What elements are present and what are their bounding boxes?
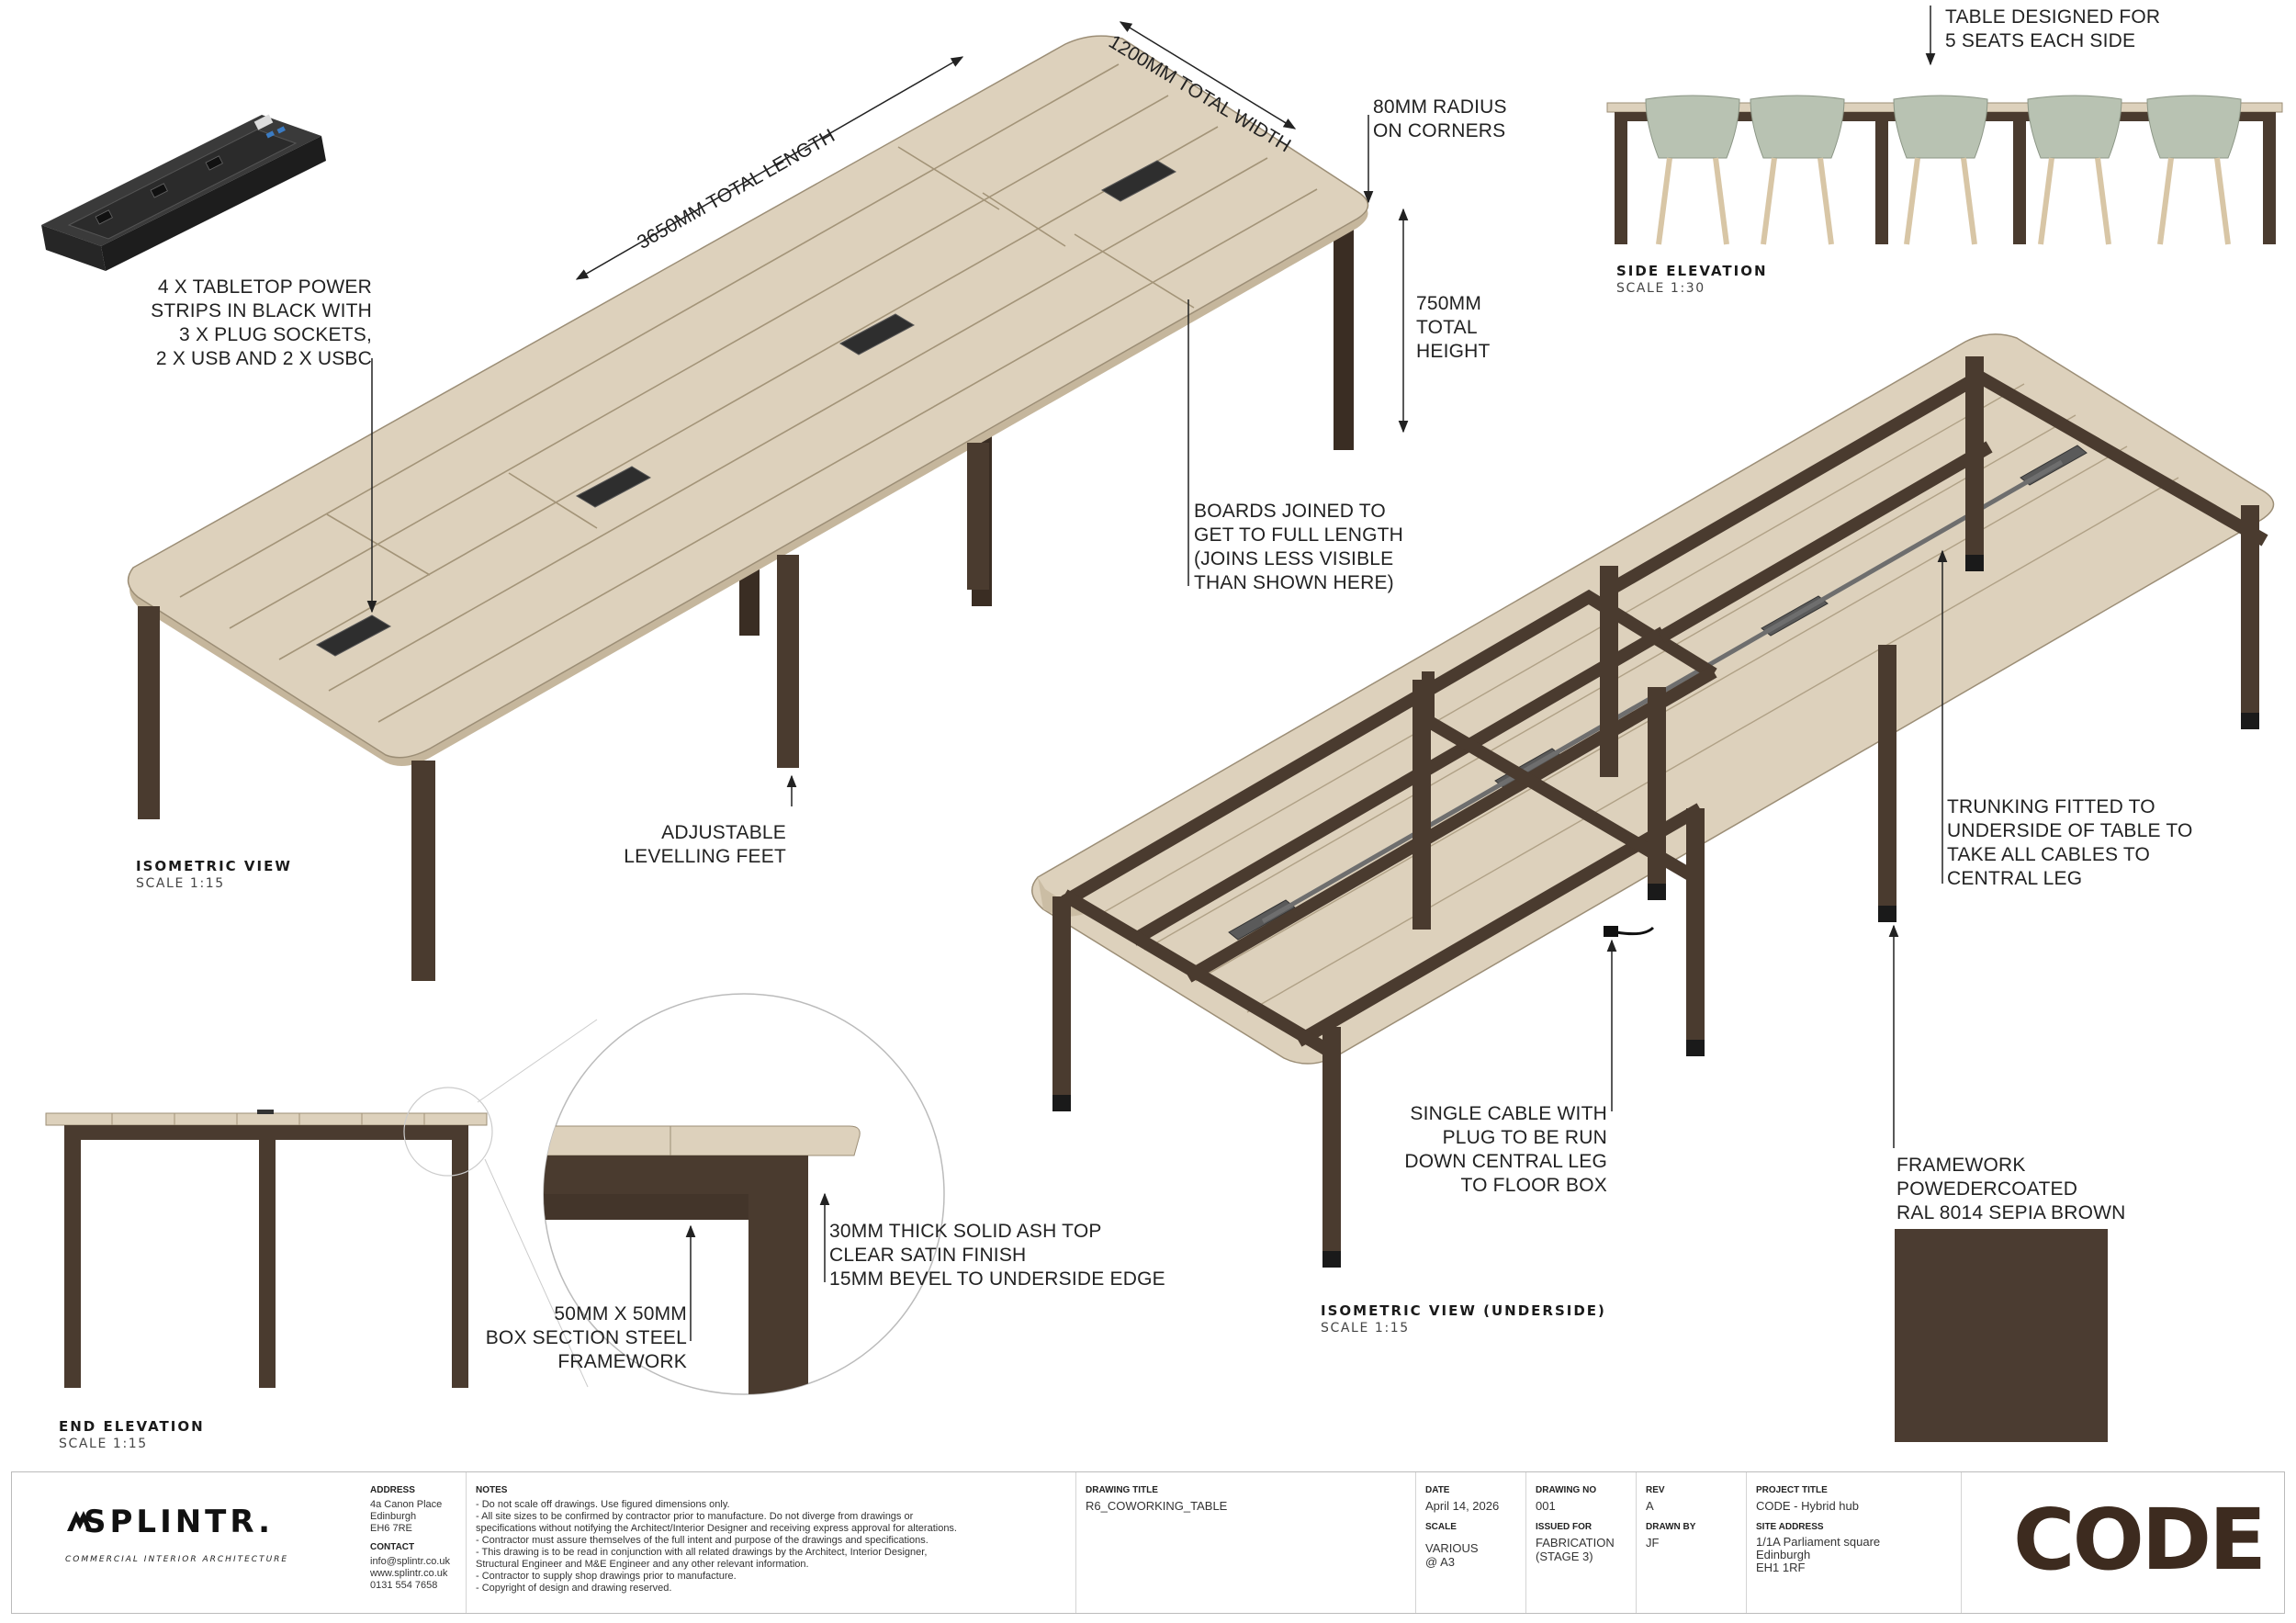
drawing-title-panel: DRAWING TITLE R6_COWORKING_TABLE bbox=[1075, 1472, 1415, 1613]
end-elevation-title: END ELEVATION bbox=[59, 1418, 205, 1435]
scale-value: VARIOUS @ A3 bbox=[1425, 1541, 1479, 1569]
side-elevation-scale: SCALE 1:30 bbox=[1616, 281, 1705, 296]
note-framework-colour: FRAMEWORK POWEDERCOATED RAL 8014 SEPIA B… bbox=[1896, 1155, 2126, 1223]
note-seats: TABLE DESIGNED FOR 5 SEATS EACH SIDE bbox=[1945, 6, 2161, 51]
isometric-underside-title: ISOMETRIC VIEW (UNDERSIDE) bbox=[1321, 1302, 1606, 1319]
drawing-no-label: DRAWING NO bbox=[1536, 1485, 1597, 1495]
edge-detail-callout bbox=[543, 993, 945, 1395]
project-panel: PROJECT TITLE CODE - Hybrid hub SITE ADD… bbox=[1746, 1472, 1975, 1613]
isometric-underside-view bbox=[1031, 333, 2275, 1268]
issued-label: ISSUED FOR bbox=[1536, 1522, 1593, 1532]
contact-text: info@splintr.co.uk www.splintr.co.uk 013… bbox=[370, 1556, 450, 1591]
scale-label: SCALE bbox=[1425, 1522, 1457, 1532]
date-value: April 14, 2026 bbox=[1425, 1499, 1500, 1513]
note-box-section: 50MM X 50MM BOX SECTION STEEL FRAMEWORK bbox=[485, 1303, 687, 1372]
dim-height: 750MM TOTAL HEIGHT bbox=[1416, 293, 1491, 362]
isometric-underside-scale: SCALE 1:15 bbox=[1321, 1321, 1410, 1336]
date-label: DATE bbox=[1425, 1485, 1450, 1495]
side-elevation bbox=[1606, 6, 2283, 245]
note-trunking: TRUNKING FITTED TO UNDERSIDE OF TABLE TO… bbox=[1947, 796, 2193, 889]
client-logo-panel: CODE bbox=[1961, 1472, 2284, 1613]
contact-label: CONTACT bbox=[370, 1542, 415, 1552]
note-ash-top: 30MM THICK SOLID ASH TOP CLEAR SATIN FIN… bbox=[829, 1221, 1165, 1290]
side-elevation-title: SIDE ELEVATION bbox=[1616, 263, 1768, 279]
end-elevation-scale: SCALE 1:15 bbox=[59, 1437, 148, 1451]
notes-text: - Do not scale off drawings. Use figured… bbox=[476, 1499, 957, 1594]
address-panel: ADDRESS 4a Canon Place Edinburgh EH6 7RE… bbox=[361, 1472, 466, 1613]
rev-value: A bbox=[1646, 1499, 1654, 1513]
rev-panel: REV A DRAWN BY JF bbox=[1636, 1472, 1746, 1613]
project-title-value: CODE - Hybrid hub bbox=[1756, 1499, 1859, 1513]
logo-panel: SPLINTR. COMMERCIAL INTERIOR ARCHITECTUR… bbox=[12, 1472, 361, 1613]
drawing-no-value: 001 bbox=[1536, 1499, 1556, 1513]
power-strip-illustration bbox=[41, 114, 326, 271]
drawing-no-panel: DRAWING NO 001 ISSUED FOR FABRICATION (S… bbox=[1525, 1472, 1636, 1613]
project-title-label: PROJECT TITLE bbox=[1756, 1485, 1828, 1495]
drawing-title-value: R6_COWORKING_TABLE bbox=[1086, 1499, 1228, 1513]
address-text: 4a Canon Place Edinburgh EH6 7RE bbox=[370, 1499, 443, 1534]
splintr-logo-text: SPLINTR. bbox=[84, 1504, 275, 1540]
sepia-colour-swatch bbox=[1895, 1229, 2108, 1442]
notes-label: NOTES bbox=[476, 1485, 508, 1495]
end-elevation bbox=[45, 1019, 598, 1388]
technical-drawing bbox=[41, 6, 2283, 1442]
splintr-logo-icon bbox=[67, 1511, 93, 1531]
drawn-by-value: JF bbox=[1646, 1536, 1660, 1550]
note-boards: BOARDS JOINED TO GET TO FULL LENGTH (JOI… bbox=[1194, 501, 1404, 593]
site-address-value: 1/1A Parliament square Edinburgh EH1 1RF bbox=[1756, 1535, 1881, 1574]
splintr-tagline: COMMERCIAL INTERIOR ARCHITECTURE bbox=[65, 1555, 289, 1564]
isometric-view-title: ISOMETRIC VIEW bbox=[136, 858, 292, 874]
rev-label: REV bbox=[1646, 1485, 1665, 1495]
drawing-title-label: DRAWING TITLE bbox=[1086, 1485, 1158, 1495]
isometric-view-scale: SCALE 1:15 bbox=[136, 876, 225, 891]
issued-value: FABRICATION (STAGE 3) bbox=[1536, 1536, 1615, 1563]
note-levelling-feet: ADJUSTABLE LEVELLING FEET bbox=[624, 822, 786, 867]
notes-panel: NOTES - Do not scale off drawings. Use f… bbox=[466, 1472, 1075, 1613]
title-block: SPLINTR. COMMERCIAL INTERIOR ARCHITECTUR… bbox=[11, 1471, 2285, 1614]
isometric-view-table bbox=[127, 21, 1409, 981]
drawn-by-label: DRAWN BY bbox=[1646, 1522, 1696, 1532]
note-cable: SINGLE CABLE WITH PLUG TO BE RUN DOWN CE… bbox=[1404, 1103, 1607, 1196]
site-address-label: SITE ADDRESS bbox=[1756, 1522, 1824, 1532]
address-label: ADDRESS bbox=[370, 1485, 415, 1495]
date-panel: DATE April 14, 2026 SCALE VARIOUS @ A3 bbox=[1415, 1472, 1525, 1613]
note-power-strips: 4 X TABLETOP POWER STRIPS IN BLACK WITH … bbox=[151, 276, 372, 369]
note-radius: 80MM RADIUS ON CORNERS bbox=[1373, 96, 1507, 141]
code-logo: CODE bbox=[2013, 1491, 2267, 1589]
